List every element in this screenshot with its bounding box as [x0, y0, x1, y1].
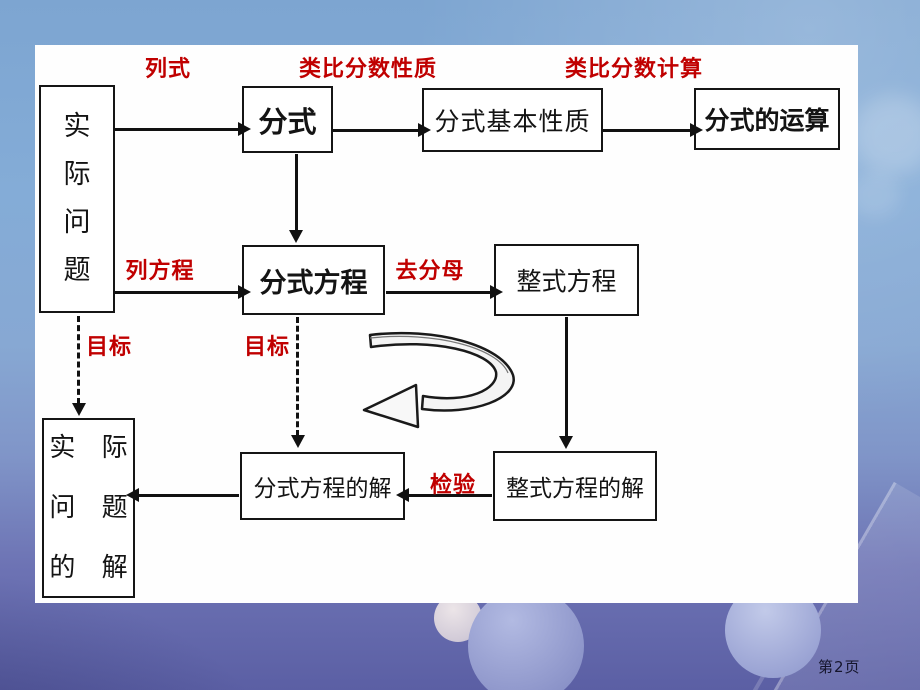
label-clear-denominator: 去分母	[395, 259, 465, 284]
slide-canvas: 实 际 问 题 分式 分式基本性质 分式的运算 分式方程 整式方程 分式方程的解…	[35, 45, 858, 603]
dashed-arrow-goal-left	[72, 316, 86, 416]
box-integral-equation: 整式方程	[494, 244, 639, 316]
box-basic-property: 分式基本性质	[422, 88, 603, 152]
arrow-fraction-solution-to-practical-solution	[126, 488, 239, 502]
label-formulate: 列式	[144, 57, 191, 82]
box-integral-equation-solution: 整式方程的解	[493, 451, 657, 521]
arrow-problem-to-fraction	[115, 122, 251, 136]
arrow-integral-to-solution	[559, 317, 573, 449]
box-fraction-equation: 分式方程	[242, 245, 385, 315]
label-verify: 检验	[429, 473, 476, 498]
dashed-arrow-goal-middle	[291, 317, 305, 448]
arrow-problem-to-equation	[115, 285, 251, 299]
label-analogy-computation: 类比分数计算	[564, 57, 703, 82]
box-operations: 分式的运算	[694, 88, 840, 150]
label-formulate-equation: 列方程	[125, 259, 195, 284]
arrow-fraction-to-property	[333, 123, 431, 137]
background-highlight-blob	[852, 95, 920, 175]
box-practical-problem: 实 际 问 题	[39, 85, 115, 313]
label-goal-middle: 目标	[243, 335, 290, 360]
swoosh-cycle-arrow	[362, 331, 515, 429]
arrow-integral-solution-to-fraction-solution	[396, 488, 492, 502]
label-goal-left: 目标	[85, 335, 132, 360]
decor-sphere-large	[468, 588, 584, 690]
page-number: 第2页	[818, 658, 861, 676]
swoosh-arrowhead	[362, 383, 420, 429]
arrow-equation-to-integral	[386, 285, 503, 299]
box-fraction: 分式	[242, 86, 333, 153]
arrow-property-to-operations	[603, 123, 703, 137]
label-analogy-property: 类比分数性质	[298, 57, 437, 82]
background-diagonal-line	[708, 601, 808, 690]
swoosh-inner-edge	[369, 335, 509, 374]
box-practical-solution: 实 际 问 题 的 解	[42, 418, 135, 598]
swoosh-band	[368, 331, 515, 412]
arrow-fraction-to-equation	[289, 154, 303, 243]
box-fraction-equation-solution: 分式方程的解	[240, 452, 405, 520]
